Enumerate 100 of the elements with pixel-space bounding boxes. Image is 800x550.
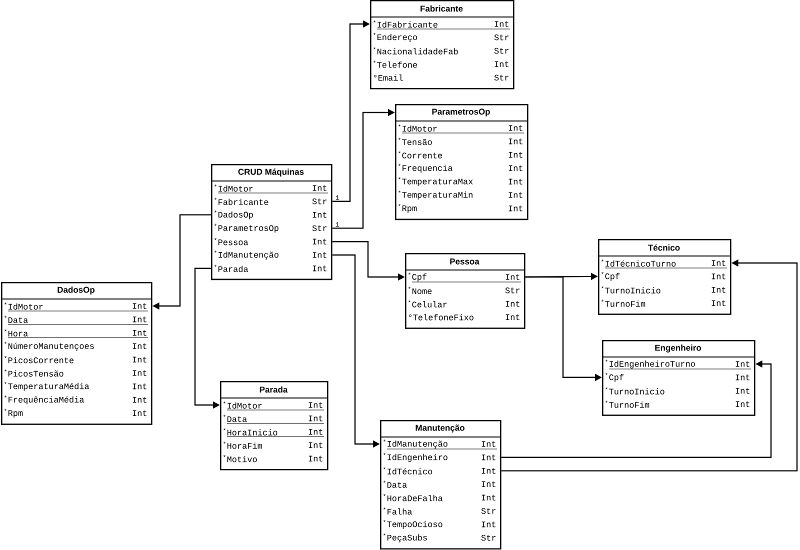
field-name: $^{*}$Tensão xyxy=(398,138,432,145)
entity-table xyxy=(211,164,332,280)
field-name: $^{*}$Data xyxy=(383,480,407,488)
field-name: $^{*}$IdEngenheiro xyxy=(383,452,448,462)
field-name: $^{*}$Hora xyxy=(4,329,28,336)
field-type: Str xyxy=(312,225,327,232)
field-type: Int xyxy=(508,125,522,131)
field-type: Int xyxy=(736,361,750,367)
entity-table xyxy=(598,239,732,315)
field-name: $^{*}$Pessoa xyxy=(214,238,248,246)
field-name: $^{*}$Parada xyxy=(214,264,248,272)
field-name: $^{*}$TemperaturaMax xyxy=(398,177,473,186)
field-type: Int xyxy=(508,152,522,158)
entity-table xyxy=(395,104,528,220)
field-type: Int xyxy=(508,138,522,144)
field-type: Int xyxy=(712,286,726,293)
field-name: $^{*}$Cpf xyxy=(601,272,620,281)
field-name: $^{*}$ParametrosOp xyxy=(214,224,278,233)
table-title: Engenheiro xyxy=(655,344,702,352)
field-type: Int xyxy=(308,442,322,448)
field-name: $^{*}$IdTécnicoTurno xyxy=(601,259,676,267)
field-name: $^{*}$NúmeroManutençoes xyxy=(4,342,94,351)
field-type: Str xyxy=(481,508,496,514)
entity-table xyxy=(602,340,756,416)
field-type: Int xyxy=(482,522,496,528)
table-title: Fabricante xyxy=(420,5,463,12)
field-name: $^{*}$TurnoFim xyxy=(605,400,650,408)
field-type: Int xyxy=(508,206,522,212)
field-name: $^{*}$DadosOp xyxy=(214,210,253,220)
field-type: Int xyxy=(308,456,322,462)
field-name: $^{*}$Cpf xyxy=(408,272,427,282)
field-type: Int xyxy=(132,316,146,322)
field-type: Int xyxy=(482,454,496,460)
field-name: $^{*}$TurnoInicio xyxy=(601,286,660,294)
field-type: Int xyxy=(132,303,146,309)
table-title: Parada xyxy=(260,386,288,393)
field-type: Int xyxy=(132,343,146,350)
field-type: Int xyxy=(482,441,496,447)
table-title: DadosOp xyxy=(58,286,95,294)
field-name: $^{*}$FrequênciaMédia xyxy=(4,395,84,404)
field-type: Int xyxy=(312,252,326,258)
field-type: Str xyxy=(494,74,509,80)
field-type: Int xyxy=(494,61,508,68)
field-type: Int xyxy=(308,402,322,408)
field-type: Int xyxy=(736,374,750,380)
field-name: $^{*}$Frequencia xyxy=(398,164,452,173)
field-type: Int xyxy=(132,410,146,416)
field-name: $^{*}$IdEngenheiroTurno xyxy=(605,360,695,368)
field-type: Int xyxy=(712,260,726,266)
field-name: $^{*}$Falha xyxy=(383,507,412,515)
field-type: Int xyxy=(482,481,496,488)
field-name: $^{*}$TempoOcioso xyxy=(383,520,442,529)
field-name: $^{*}$IdMotor xyxy=(4,302,43,310)
table-title: Técnico xyxy=(648,244,680,251)
field-name: $^{*}$Corrente xyxy=(398,151,442,158)
field-type: Int xyxy=(132,330,146,336)
field-name: $^{*}$IdTécnico xyxy=(383,467,432,474)
field-type: Int xyxy=(132,384,146,390)
field-type: Int xyxy=(736,388,750,394)
entity-table xyxy=(405,253,526,329)
field-name: $^{*}$Fabricante xyxy=(214,198,268,205)
field-type: Int xyxy=(132,370,146,376)
entity-table xyxy=(220,381,328,470)
field-type: Str xyxy=(312,198,327,204)
field-type: Int xyxy=(506,274,520,280)
field-type: Int xyxy=(508,178,522,184)
field-name: °TelefoneFixo xyxy=(409,314,474,320)
field-name: $^{*}$IdManutenção xyxy=(214,250,278,260)
table-title: Manutenção xyxy=(416,424,464,432)
field-type: Int xyxy=(482,468,496,474)
field-name: $^{*}$NacionalidadeFab xyxy=(373,47,458,54)
field-type: Int xyxy=(312,185,326,191)
field-name: $^{*}$IdMotor xyxy=(398,124,437,132)
field-name: $^{*}$HoraInicio xyxy=(223,428,278,436)
field-type: Int xyxy=(132,356,146,362)
field-name: $^{*}$Data xyxy=(4,316,28,323)
field-name: $^{*}$Data xyxy=(223,414,247,422)
field-name: $^{*}$Endereço xyxy=(373,32,418,42)
field-type: Int xyxy=(482,494,496,500)
field-type: Str xyxy=(481,534,496,541)
field-name: $^{*}$Cpf xyxy=(605,372,624,382)
field-name: $^{*}$Motivo xyxy=(223,455,257,462)
field-name: $^{*}$TurnoFim xyxy=(601,300,646,307)
field-type: Int xyxy=(508,192,522,198)
field-name: $^{*}$Celular xyxy=(408,300,447,308)
table-title: Pessoa xyxy=(450,258,480,264)
field-type: Int xyxy=(506,300,520,307)
field-name: $^{*}$Rpm xyxy=(4,408,23,418)
field-type: Int xyxy=(506,314,520,320)
table-title: CRUD Máquinas xyxy=(238,168,304,176)
field-type: Int xyxy=(308,428,322,435)
field-name: $^{*}$IdManutenção xyxy=(383,440,448,448)
field-name: $^{*}$TemperaturaMin xyxy=(398,190,472,200)
field-type: Int xyxy=(132,396,146,403)
field-name: $^{*}$Nome xyxy=(408,286,432,294)
field-name: $^{*}$HoraFim xyxy=(223,442,262,449)
field-type: Str xyxy=(494,48,509,54)
field-name: $^{*}$HoraDeFalha xyxy=(383,494,443,502)
field-type: Str xyxy=(505,288,520,294)
entity-table xyxy=(380,420,502,550)
